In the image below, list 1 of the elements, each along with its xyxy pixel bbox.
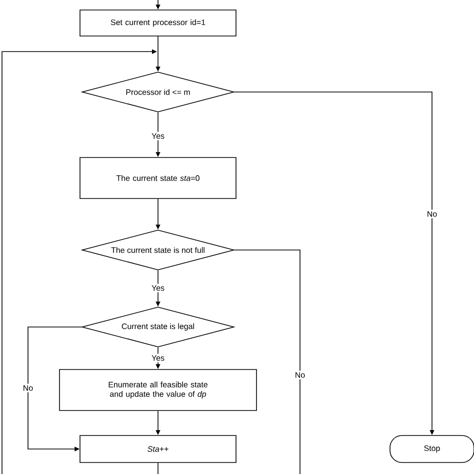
arrow bbox=[28, 326, 82, 452]
